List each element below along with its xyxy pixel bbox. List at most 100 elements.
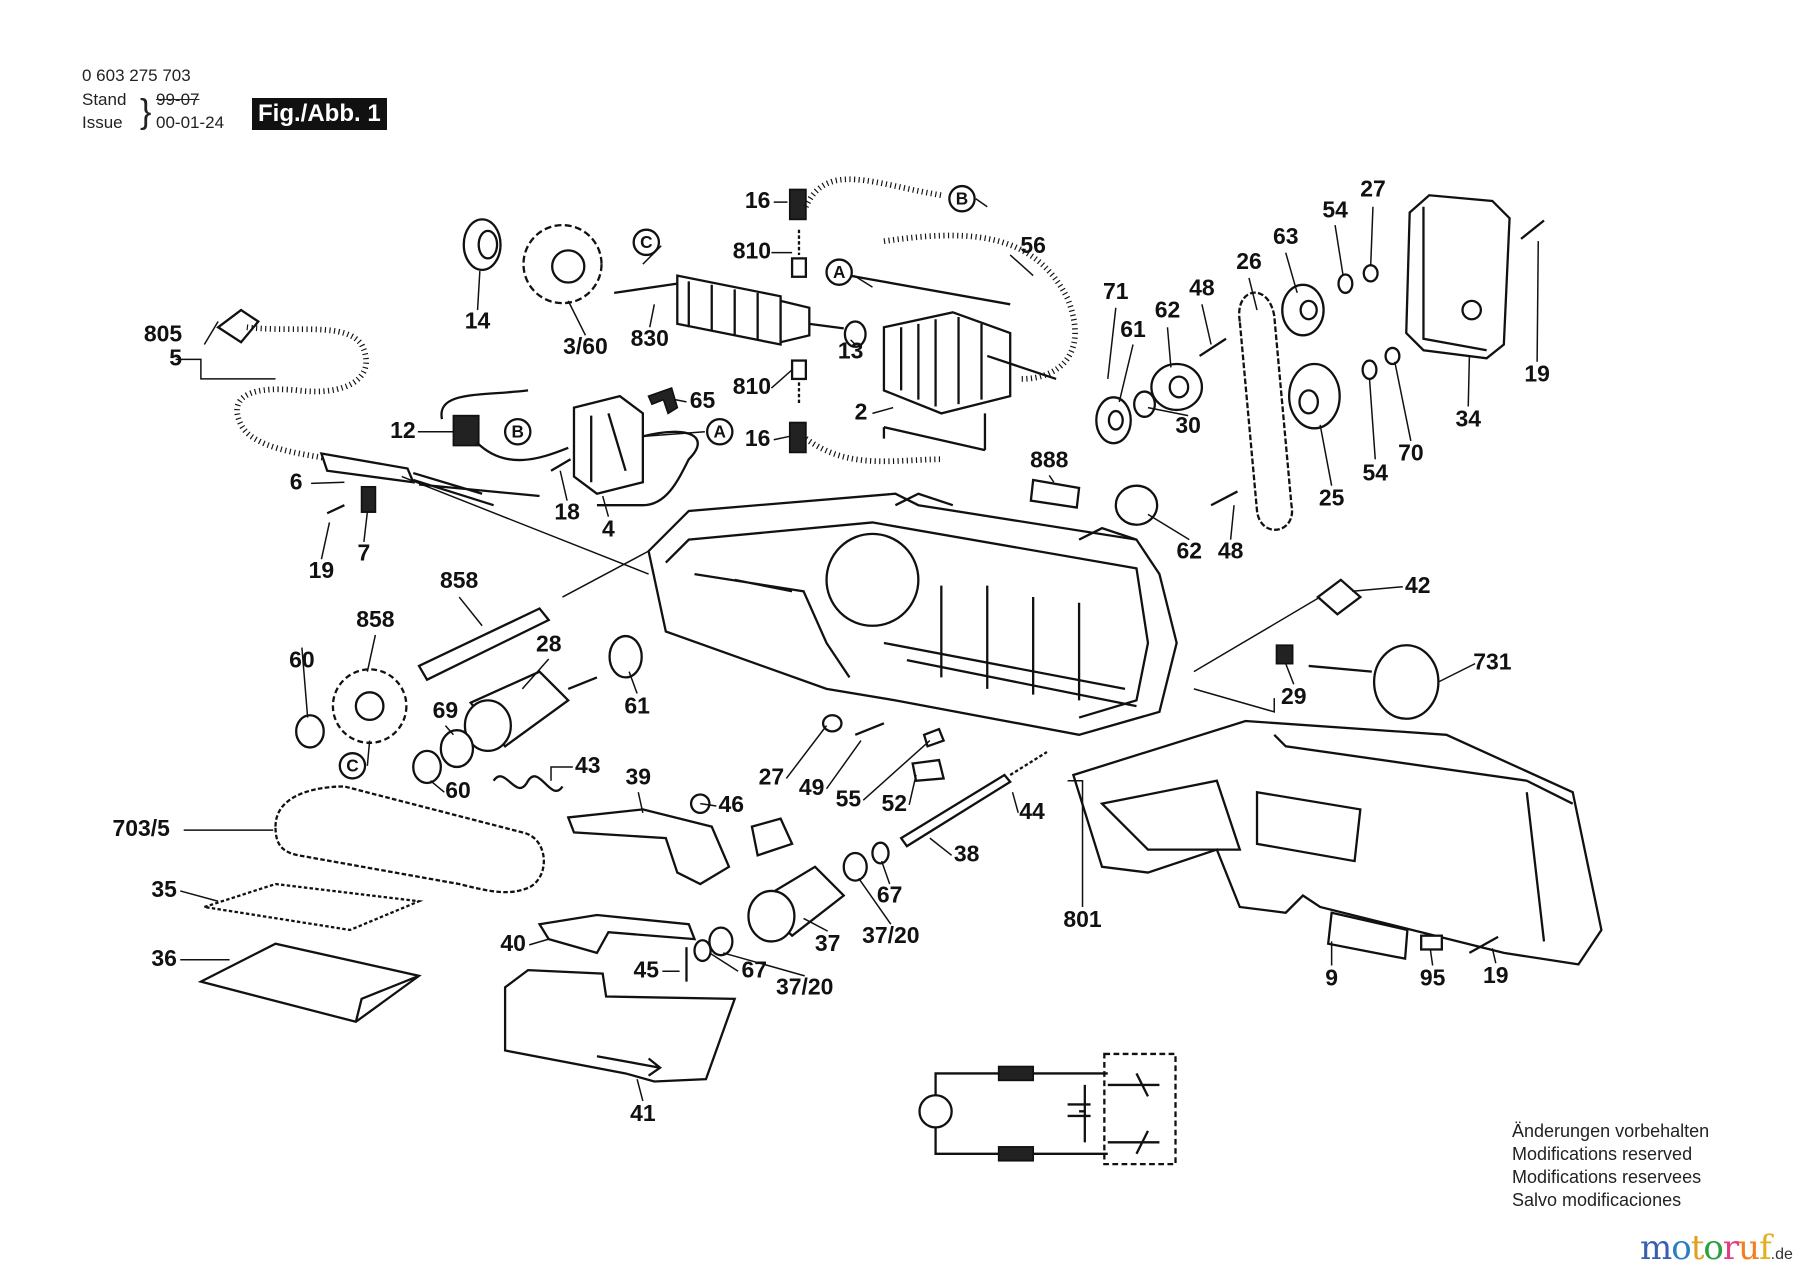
part-label: 19 xyxy=(309,557,335,583)
strain-relief-7 xyxy=(360,485,377,513)
part-label: 3/60 xyxy=(563,333,608,359)
part-label: 28 xyxy=(536,630,562,656)
spring-44 xyxy=(1009,751,1048,776)
part-label: 63 xyxy=(1273,223,1299,249)
part-label: 71 xyxy=(1103,278,1129,304)
pad-35 xyxy=(203,882,424,932)
knob-42 xyxy=(1316,578,1363,616)
brush-810-bottom xyxy=(790,359,808,405)
part-label: 888 xyxy=(1030,447,1069,473)
label-95 xyxy=(1420,934,1443,951)
handle-housing-801 xyxy=(1071,719,1603,966)
part-label: 810 xyxy=(733,238,771,264)
motoruf-logo[interactable]: motoruf.de xyxy=(1640,1228,1793,1268)
logo-letter: f xyxy=(1759,1228,1772,1268)
stator-2 xyxy=(882,311,1012,452)
part-label: 16 xyxy=(745,187,771,213)
dust-cover-41 xyxy=(503,968,737,1083)
part-label: 18 xyxy=(554,498,580,524)
part-label: 48 xyxy=(1218,537,1244,563)
screw-19-left xyxy=(326,504,345,515)
part-label: 19 xyxy=(1524,361,1550,387)
bearing-60-left xyxy=(295,714,325,749)
part-label: 69 xyxy=(433,697,459,723)
part-label: 62 xyxy=(1155,296,1181,322)
part-label: 48 xyxy=(1189,274,1215,300)
part-label: 70 xyxy=(1398,440,1424,466)
svg-text:C: C xyxy=(640,232,652,252)
gear-69 xyxy=(439,729,475,769)
connector-mark: B xyxy=(948,184,976,213)
part-label: 858 xyxy=(440,567,479,593)
screw-18 xyxy=(550,458,572,472)
connector-mark: B xyxy=(503,417,532,446)
bearing-14 xyxy=(462,218,502,272)
part-label: 36 xyxy=(151,945,177,971)
part-label: 38 xyxy=(954,840,980,866)
screws-49-55 xyxy=(821,714,946,748)
connector-mark: C xyxy=(338,752,367,780)
part-label: 65 xyxy=(690,387,716,413)
part-label: 13 xyxy=(838,338,864,364)
part-label: 37 xyxy=(815,930,841,956)
part-label: 6 xyxy=(290,468,303,494)
motor-housing xyxy=(647,492,1178,736)
part-label: 37/20 xyxy=(862,922,919,948)
svg-text:B: B xyxy=(956,188,968,208)
part-label: 60 xyxy=(445,777,471,803)
plate-62-bottom xyxy=(1114,484,1159,526)
bearing-60-right xyxy=(412,749,442,785)
issue-date: 00-01-24 xyxy=(156,113,225,132)
part-label: 37/20 xyxy=(776,974,833,1000)
svg-text:A: A xyxy=(833,262,845,282)
pulley-25 xyxy=(1288,362,1341,430)
part-number: 0 603 275 703 xyxy=(82,66,191,85)
note-line: Modifications reserved xyxy=(1512,1144,1693,1164)
svg-text:C: C xyxy=(346,755,358,775)
stand-label: Stand xyxy=(82,90,127,109)
plate-36 xyxy=(197,942,422,1024)
part-label: 26 xyxy=(1236,248,1262,274)
part-label: 44 xyxy=(1019,798,1045,824)
clip-65 xyxy=(647,387,679,415)
old-date-struck: 99-07 xyxy=(156,90,200,109)
part-label: 12 xyxy=(390,417,416,443)
armature-830 xyxy=(613,274,867,348)
part-label: 805 xyxy=(144,320,183,346)
mains-cable-805 xyxy=(216,308,540,507)
part-label: 61 xyxy=(624,692,650,718)
brush-holder-16-top xyxy=(788,188,807,221)
connector-mark: A xyxy=(825,258,853,286)
part-label: 830 xyxy=(631,325,669,351)
modifications-note: Änderungen vorbehalten Modifications res… xyxy=(1512,1120,1709,1212)
part-label: 7 xyxy=(358,540,371,566)
brace: } xyxy=(140,93,152,131)
part-label: 27 xyxy=(759,763,785,789)
brush-810-top xyxy=(790,229,808,278)
part-label: 2 xyxy=(855,398,868,424)
block-52 xyxy=(911,758,946,782)
part-label: 40 xyxy=(500,930,526,956)
part-label: 27 xyxy=(1360,176,1386,202)
brush-holder-16-bottom xyxy=(788,421,807,454)
drum-37 xyxy=(747,865,846,943)
part-label: 42 xyxy=(1405,572,1431,598)
part-label: 54 xyxy=(1362,459,1388,485)
logo-letter: o xyxy=(1671,1228,1692,1268)
part-label: 39 xyxy=(626,763,652,789)
screw-48-top xyxy=(1198,337,1227,357)
logo-letter: r xyxy=(1722,1228,1739,1268)
drum-28 xyxy=(463,670,598,753)
cable-56 xyxy=(803,176,1078,465)
spring-43 xyxy=(492,775,564,792)
part-label: 55 xyxy=(836,785,862,811)
switch-4 xyxy=(572,394,699,507)
washers-54-27 xyxy=(1337,264,1401,381)
connector-marks: B C A B A C xyxy=(338,184,976,780)
connector-mark: A xyxy=(705,417,734,446)
logo-text: motoruf xyxy=(1640,1228,1772,1268)
svg-text:B: B xyxy=(512,421,524,441)
part-label: 46 xyxy=(718,791,744,817)
